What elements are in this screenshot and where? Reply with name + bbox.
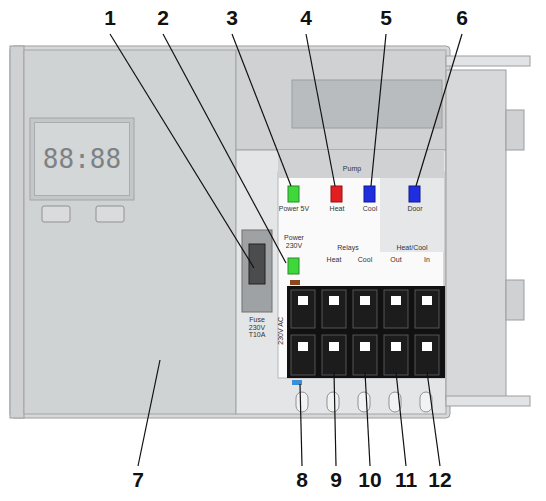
- leader-line: [427, 372, 440, 466]
- fuse-holder: [242, 230, 272, 312]
- terminal: [415, 335, 439, 375]
- leader-line: [365, 372, 370, 466]
- terminal-label: In: [414, 256, 440, 264]
- housing: [10, 46, 450, 418]
- callout-number: 9: [321, 468, 351, 491]
- led-label: Heat: [323, 205, 351, 213]
- slot: [358, 392, 370, 412]
- slot: [296, 392, 308, 412]
- terminal-lever: [329, 296, 339, 305]
- callout-number: 8: [287, 468, 317, 491]
- terminal-lever: [422, 342, 432, 351]
- terminal-lever: [391, 342, 401, 351]
- led-green: [288, 186, 299, 202]
- callout-number: 4: [291, 6, 321, 29]
- clip-latch: [506, 110, 524, 150]
- rail-tab: [446, 56, 530, 66]
- heat-cool-panel: [380, 172, 444, 252]
- led-blue: [409, 186, 420, 202]
- leader-line: [138, 360, 160, 466]
- terminal: [415, 290, 439, 328]
- terminal: [322, 335, 346, 375]
- callout-number: 3: [217, 6, 247, 29]
- terminal-area: [236, 150, 446, 414]
- group-label: Heat/Cool: [387, 244, 437, 252]
- leader-line: [232, 34, 291, 186]
- terminal-lever: [298, 342, 308, 351]
- terminal-lever: [422, 296, 432, 305]
- cover-recess: [292, 80, 442, 128]
- led-label: Door: [401, 205, 429, 213]
- leader-line: [371, 34, 386, 186]
- rail-tab: [446, 396, 530, 406]
- leader-line: [306, 34, 335, 186]
- upper-cover: [236, 50, 446, 150]
- terminal: [291, 290, 315, 328]
- terminal-blocks: [287, 286, 445, 378]
- terminal: [384, 335, 408, 375]
- callout-number: 10: [355, 468, 385, 491]
- leader-line: [416, 34, 462, 186]
- button: [42, 206, 70, 222]
- led-label: Power 5V: [274, 205, 314, 213]
- terminal-lever: [298, 296, 308, 305]
- callout-number: 11: [391, 468, 421, 491]
- terminal: [353, 335, 377, 375]
- callout-number: 2: [148, 6, 178, 29]
- clip-latch: [506, 280, 524, 320]
- callout-number: 6: [447, 6, 477, 29]
- side-cover: [10, 46, 24, 418]
- leader-line: [300, 384, 302, 466]
- terminal-lever: [360, 342, 370, 351]
- voltage-label: 230V AC: [277, 309, 285, 353]
- callout-number: 7: [123, 468, 153, 491]
- terminal-lever: [360, 296, 370, 305]
- leader-line: [396, 372, 406, 466]
- cable-slots: [296, 392, 432, 412]
- callout-number: 5: [371, 6, 401, 29]
- terminal-label: Cool: [352, 256, 378, 264]
- led-label: Power 230V: [279, 234, 309, 249]
- terminal-lever: [391, 296, 401, 305]
- label-panel: [278, 172, 444, 378]
- terminal: [384, 290, 408, 328]
- led-green: [288, 258, 299, 274]
- terminal-strip: [287, 286, 445, 378]
- din-clip: [446, 70, 506, 400]
- brown-mark: [290, 280, 300, 285]
- display-bezel: [30, 118, 134, 200]
- leader-line: [334, 372, 336, 466]
- terminal-label: Heat: [321, 256, 347, 264]
- terminal-lever: [329, 342, 339, 351]
- slot: [327, 392, 339, 412]
- led-label: Cool: [356, 205, 384, 213]
- section-label: Pump: [332, 165, 372, 173]
- callout-number: 12: [425, 468, 455, 491]
- terminal-label: Out: [383, 256, 409, 264]
- front-panel: [24, 50, 236, 414]
- group-label: Relays: [328, 244, 368, 252]
- fuse-label: Fuse 230V T10A: [242, 316, 272, 339]
- lcd-display: 88:88: [34, 122, 130, 196]
- button: [96, 206, 124, 222]
- terminal: [322, 290, 346, 328]
- terminal: [353, 290, 377, 328]
- led-blue: [364, 186, 375, 202]
- display-digits: 88:88: [43, 144, 121, 174]
- leaders: [110, 34, 462, 466]
- terminal: [291, 335, 315, 375]
- callout-number: 1: [95, 6, 125, 29]
- led-red: [331, 186, 342, 202]
- leader-line: [163, 34, 286, 263]
